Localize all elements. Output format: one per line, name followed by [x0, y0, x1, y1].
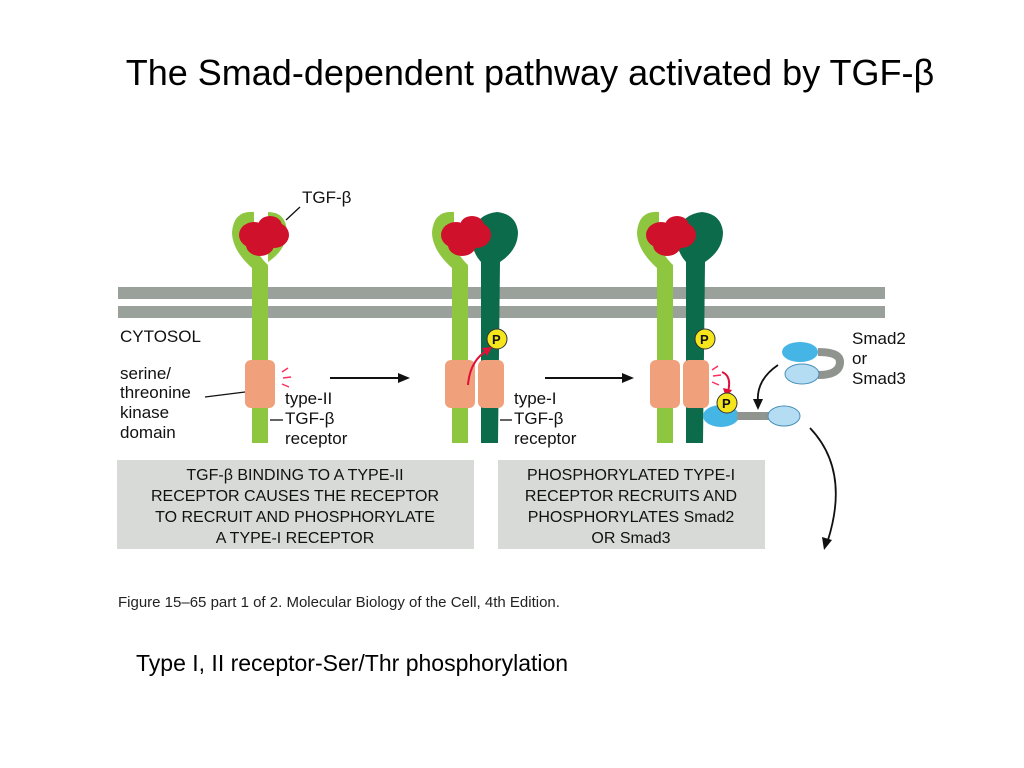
type2-receptor-stage2	[432, 211, 475, 443]
figure-caption: Figure 15–65 part 1 of 2. Molecular Biol…	[118, 594, 560, 611]
type1-receptor-stage2	[471, 212, 518, 443]
activity-marks-2	[711, 365, 722, 386]
svg-text:TGF-β: TGF-β	[514, 409, 564, 428]
caption-box-1: TGF-β BINDING TO A TYPE-II RECEPTOR CAUS…	[117, 460, 474, 549]
svg-text:type-II: type-II	[285, 389, 332, 408]
slide-title: The Smad-dependent pathway activated by …	[125, 52, 935, 93]
type1-receptor-label: type-I TGF-β receptor	[514, 389, 577, 448]
svg-text:PHOSPHORYLATED TYPE-I: PHOSPHORYLATED TYPE-I	[527, 467, 735, 484]
kinase-domain	[245, 360, 275, 408]
smad-label: Smad2 or Smad3	[852, 329, 906, 388]
svg-text:kinase: kinase	[120, 403, 169, 422]
type2-receptor-stage3	[637, 211, 680, 443]
svg-text:Smad2: Smad2	[852, 329, 906, 348]
svg-text:TGF-β: TGF-β	[285, 409, 335, 428]
phosphate-stage2: P	[486, 328, 508, 350]
svg-text:P: P	[700, 332, 709, 347]
transition-arrow-2	[545, 373, 634, 383]
type1-receptor-stage3	[676, 212, 723, 443]
slide-caption: Type I, II receptor-Ser/Thr phosphorylat…	[136, 650, 569, 676]
svg-text:OR Smad3: OR Smad3	[591, 530, 670, 547]
svg-text:threonine: threonine	[120, 383, 191, 402]
cell-membrane	[118, 287, 885, 318]
svg-text:receptor: receptor	[285, 429, 348, 448]
svg-text:PHOSPHORYLATES Smad2: PHOSPHORYLATES Smad2	[528, 509, 735, 526]
svg-text:domain: domain	[120, 423, 176, 442]
smad-recruit-arrow	[756, 364, 779, 403]
cytosol-label: CYTOSOL	[120, 327, 201, 346]
svg-text:RECEPTOR CAUSES THE RECEPTOR: RECEPTOR CAUSES THE RECEPTOR	[151, 488, 439, 505]
svg-text:Smad3: Smad3	[852, 369, 906, 388]
phosphate-type1: P	[694, 328, 716, 350]
type2-receptor-label: type-II TGF-β receptor	[285, 389, 348, 448]
svg-text:receptor: receptor	[514, 429, 577, 448]
svg-text:type-I: type-I	[514, 389, 557, 408]
ligand-label: TGF-β	[302, 188, 352, 207]
smad-free	[782, 342, 845, 385]
caption-box-2: PHOSPHORYLATED TYPE-I RECEPTOR RECRUITS …	[498, 460, 765, 549]
smad-phosphorylated: P	[703, 392, 801, 427]
svg-text:or: or	[852, 349, 867, 368]
svg-text:TGF-β BINDING TO A TYPE-II: TGF-β BINDING TO A TYPE-II	[186, 467, 403, 484]
svg-text:P: P	[492, 332, 501, 347]
svg-text:TO RECRUIT AND PHOSPHORYLATE: TO RECRUIT AND PHOSPHORYLATE	[155, 509, 435, 526]
svg-text:A TYPE-I RECEPTOR: A TYPE-I RECEPTOR	[216, 530, 375, 547]
smad-release-arrow	[809, 427, 837, 541]
svg-text:serine/: serine/	[120, 364, 171, 383]
transition-arrow-1	[330, 373, 410, 383]
svg-text:RECEPTOR RECRUITS AND: RECEPTOR RECRUITS AND	[525, 488, 737, 505]
activity-marks-1	[281, 367, 292, 388]
kinase-domain-label: serine/ threonine kinase domain	[120, 364, 191, 442]
svg-text:P: P	[722, 396, 731, 411]
